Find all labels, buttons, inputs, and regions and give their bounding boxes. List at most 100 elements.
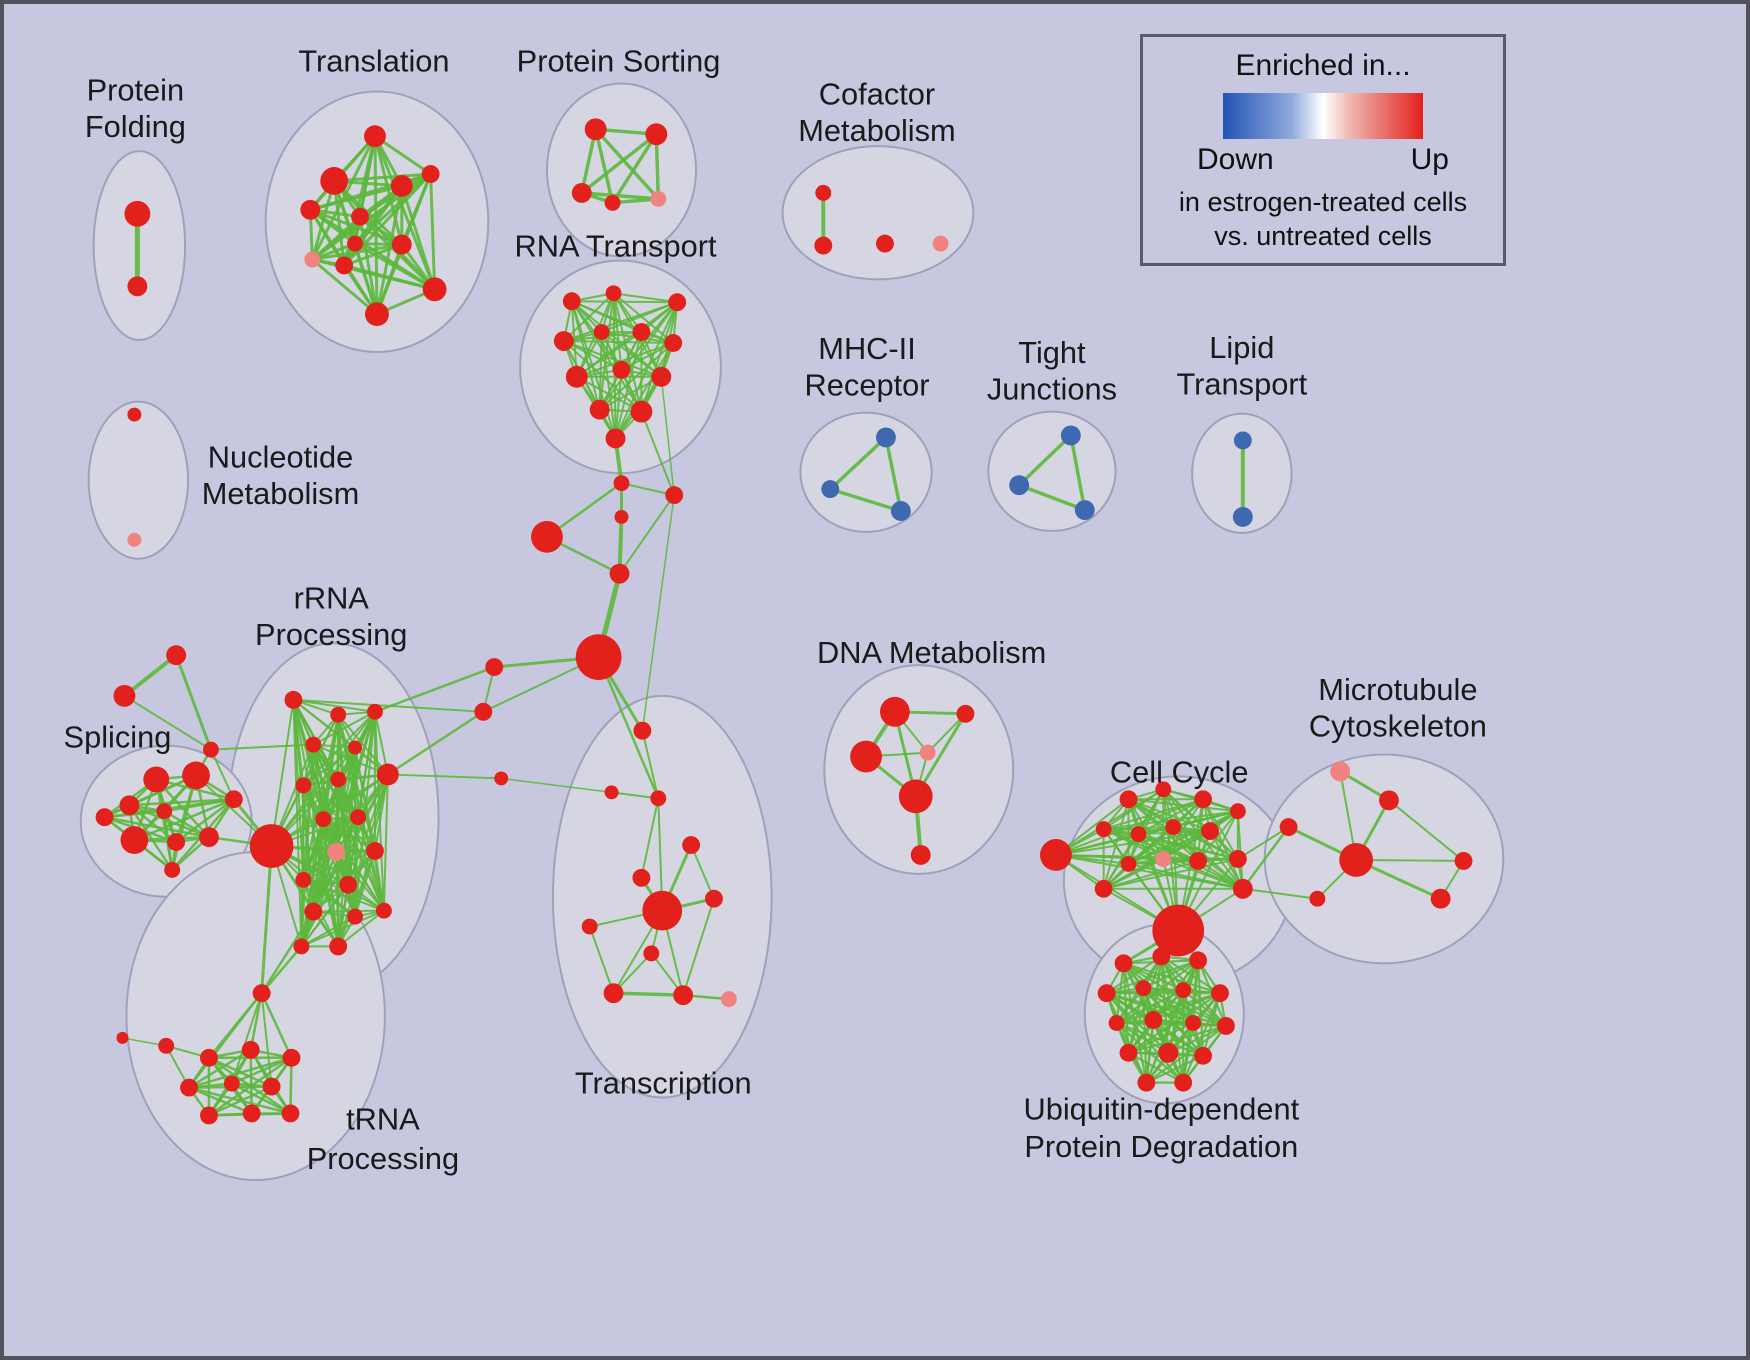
- network-node: [1152, 904, 1205, 957]
- network-edge: [1102, 857, 1165, 890]
- network-edge: [207, 1085, 273, 1117]
- cluster-label-cofactor-metabolism: Cofactor: [819, 76, 935, 111]
- network-node: [645, 123, 668, 146]
- network-node: [919, 744, 936, 761]
- network-edge: [570, 300, 675, 344]
- network-edge: [337, 849, 376, 948]
- network-node: [202, 741, 219, 758]
- network-node: [351, 207, 369, 226]
- network-node: [293, 938, 310, 955]
- network-edge: [128, 798, 236, 807]
- network-edge: [1105, 959, 1200, 995]
- network-node: [1201, 822, 1219, 841]
- network-node: [304, 902, 323, 921]
- network-edge: [155, 778, 236, 801]
- network-edge: [1152, 992, 1222, 1022]
- network-edge: [353, 242, 379, 316]
- cluster-label-tight-junctions: Tight: [1018, 335, 1086, 370]
- network-node: [932, 235, 949, 252]
- network-edge: [1127, 862, 1244, 890]
- network-node: [821, 480, 840, 499]
- network-edge: [289, 1056, 293, 1115]
- network-edge: [230, 1056, 293, 1085]
- network-edge: [1115, 989, 1185, 1025]
- network-node: [593, 324, 610, 341]
- network-node: [304, 251, 321, 268]
- network-edge: [332, 172, 433, 183]
- network-node: [180, 1078, 199, 1097]
- network-node: [249, 824, 294, 868]
- network-edge: [386, 773, 503, 780]
- cluster-label-microtubule-cytoskeleton: Microtubule: [1318, 672, 1477, 707]
- network-edge: [1102, 788, 1165, 831]
- network-node: [1152, 947, 1171, 966]
- network-node: [199, 1106, 218, 1125]
- network-node: [1120, 855, 1137, 872]
- cluster-ellipse-cofactor-metabolism: [781, 145, 975, 281]
- network-node: [643, 945, 660, 962]
- network-node: [890, 501, 911, 521]
- cluster-label-rrna-processing: rRNA: [294, 580, 370, 615]
- network-node: [650, 190, 667, 207]
- network-node: [167, 833, 186, 851]
- cluster-label-trna-processing: Processing: [307, 1141, 459, 1176]
- network-edge: [337, 778, 357, 918]
- network-node: [119, 795, 140, 816]
- legend-up-label: Up: [1410, 143, 1449, 176]
- network-edge: [292, 698, 303, 948]
- network-node: [630, 400, 653, 423]
- legend-gradient-bar: [1223, 93, 1423, 139]
- network-edge: [641, 729, 660, 800]
- network-edge: [429, 172, 437, 291]
- network-node: [116, 1031, 129, 1044]
- network-node: [705, 889, 723, 908]
- network-node: [720, 991, 737, 1008]
- network-node: [605, 285, 622, 302]
- network-node: [390, 174, 413, 197]
- network-node: [613, 475, 630, 492]
- network-node: [664, 334, 683, 352]
- cluster-label-microtubule-cytoskeleton: Cytoskeleton: [1309, 709, 1487, 744]
- network-node: [682, 836, 701, 854]
- network-node: [295, 871, 312, 888]
- cluster-label-nucleotide-metabolism: Nucleotide: [208, 439, 354, 474]
- network-node: [1211, 984, 1229, 1003]
- network-node: [910, 845, 931, 865]
- network-node: [1165, 819, 1182, 836]
- network-node: [120, 826, 149, 854]
- network-edge: [1202, 798, 1239, 860]
- network-node: [376, 763, 399, 786]
- network-node: [605, 428, 626, 449]
- network-node: [1108, 1015, 1125, 1031]
- network-node: [1194, 1046, 1213, 1065]
- network-node: [1228, 849, 1247, 868]
- network-node: [1097, 984, 1116, 1003]
- network-edge: [1102, 859, 1200, 890]
- network-node: [651, 366, 672, 387]
- network-edge: [598, 375, 663, 411]
- network-node: [1155, 781, 1172, 798]
- cluster-label-tight-junctions: Junctions: [987, 372, 1117, 407]
- cluster-label-transcription: Transcription: [575, 1066, 752, 1101]
- network-node: [565, 365, 588, 388]
- network-node: [875, 234, 894, 253]
- network-node: [223, 1075, 240, 1092]
- network-edge: [400, 184, 437, 291]
- network-edge: [310, 243, 404, 261]
- network-edge: [1196, 959, 1205, 1057]
- network-edge: [618, 494, 676, 575]
- network-edge: [310, 215, 362, 261]
- network-edge: [593, 127, 615, 205]
- network-node: [422, 277, 447, 302]
- network-node: [531, 520, 563, 553]
- network-node: [1135, 980, 1152, 997]
- network-edge: [1355, 858, 1465, 862]
- network-node: [642, 890, 683, 931]
- network-node: [604, 785, 619, 800]
- network-node: [335, 256, 354, 275]
- cluster-label-ubiquitin-degradation: Protein Degradation: [1024, 1129, 1298, 1164]
- network-edge: [614, 342, 675, 440]
- cluster-label-cell-cycle: Cell Cycle: [1110, 754, 1249, 789]
- network-node: [156, 803, 173, 820]
- network-node: [124, 200, 151, 227]
